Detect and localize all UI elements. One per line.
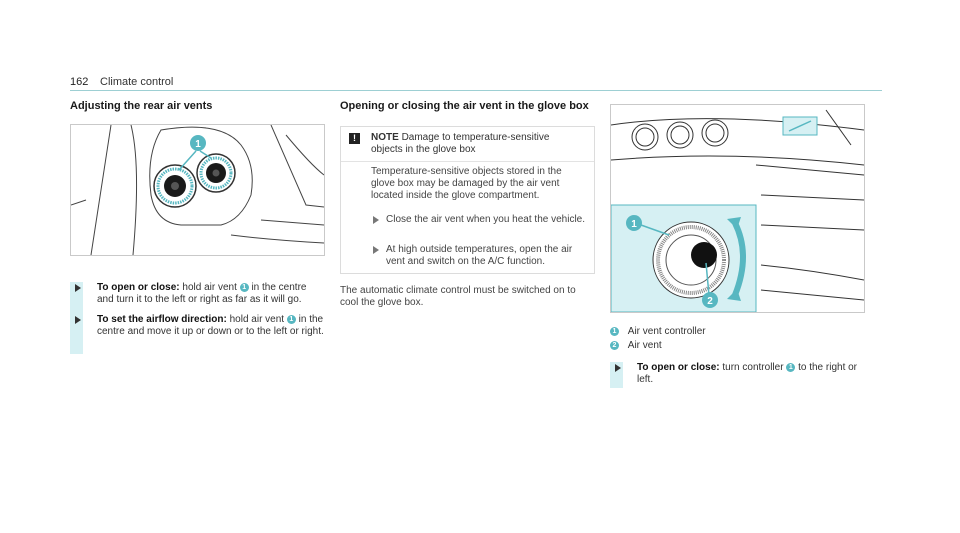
- figure3-callout-2: 2: [707, 296, 713, 307]
- callout-number: 1: [786, 363, 796, 372]
- note-body: Temperature-sensitive objects stored in …: [371, 166, 562, 201]
- step-arrow-icon: [373, 246, 379, 254]
- legend-item: 1 Air vent controller: [610, 325, 850, 339]
- step-arrow-icon: [373, 216, 379, 224]
- step-label: To open or close:: [637, 362, 720, 373]
- step-open-close: To open or close: turn controller 1 to t…: [615, 362, 857, 386]
- page-header: 162 Climate control: [70, 70, 882, 91]
- warning-icon: !: [349, 133, 360, 144]
- figure3-callout-1: 1: [631, 219, 637, 230]
- after-note-text: The automatic climate control must be sw…: [340, 285, 576, 308]
- step-label: To set the airflow direction:: [97, 314, 227, 325]
- header-rule: [70, 90, 882, 91]
- callout-number: 1: [239, 283, 249, 292]
- note-divider: [341, 161, 594, 162]
- step-label: To open or close:: [97, 282, 180, 293]
- section-title: Climate control: [100, 76, 174, 88]
- rear-vents-illustration: 1: [71, 125, 324, 255]
- rear-vents-figure: 1: [70, 124, 325, 256]
- figure-legend: 1 Air vent controller 2 Air vent: [610, 325, 850, 353]
- glove-box-figure: 1 2: [610, 104, 865, 313]
- step-arrow-icon: [75, 284, 81, 292]
- vent-right: [196, 153, 236, 193]
- callout-number: 1: [610, 327, 619, 336]
- step-arrow-icon: [615, 364, 621, 372]
- note-step: At high outside temperatures, open the a…: [373, 244, 586, 268]
- rear-vents-section: Adjusting the rear air vents: [70, 100, 325, 354]
- rear-vents-steps: To open or close: hold air vent 1 in the…: [70, 282, 325, 354]
- vent-left: [153, 164, 197, 208]
- note-step: Close the air vent when you heat the veh…: [373, 214, 586, 226]
- callout-number: 1: [286, 315, 296, 324]
- step-open-close: To open or close: hold air vent 1 in the…: [75, 282, 325, 306]
- figure1-callout: 1: [195, 139, 201, 150]
- legend-item: 2 Air vent: [610, 339, 850, 353]
- step-arrow-icon: [75, 316, 81, 324]
- glove-box-section: Opening or closing the air vent in the g…: [340, 100, 595, 308]
- note-title: NOTE Damage to temperature-sensitive obj…: [371, 132, 550, 155]
- controller-step: To open or close: turn controller 1 to t…: [610, 362, 857, 388]
- page-number: 162: [70, 76, 89, 88]
- step-airflow-direction: To set the airflow direction: hold air v…: [75, 314, 325, 338]
- glove-box-illustration: 1 2: [611, 109, 864, 312]
- callout-number: 2: [610, 341, 619, 350]
- note-box: ! NOTE Damage to temperature-sensitive o…: [340, 126, 595, 274]
- glove-box-heading: Opening or closing the air vent in the g…: [340, 100, 589, 112]
- rear-vents-heading: Adjusting the rear air vents: [70, 100, 213, 112]
